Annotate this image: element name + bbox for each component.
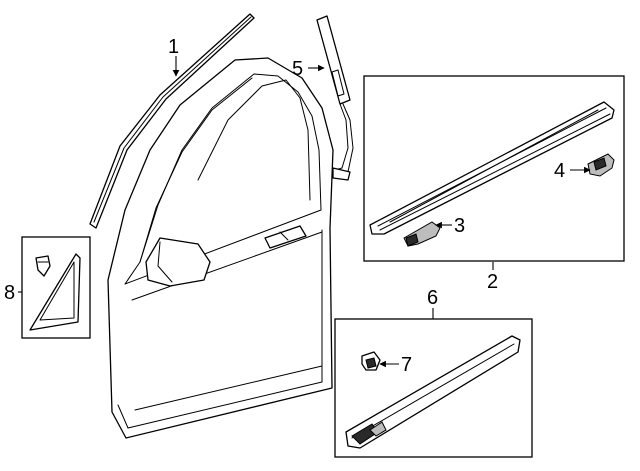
callout-1: 1 [168, 36, 179, 58]
callout-3: 3 [454, 215, 465, 237]
part-6-box [334, 318, 533, 458]
callout-6: 6 [427, 287, 438, 309]
front-door-shell [107, 57, 334, 439]
callout-8: 8 [4, 282, 15, 304]
part-8-box [21, 236, 91, 339]
callout-2: 2 [487, 271, 498, 293]
leader-lines [18, 56, 591, 368]
part-1-frame-molding [89, 13, 255, 229]
part-2-box [363, 75, 625, 262]
callout-7: 7 [401, 354, 412, 376]
callout-4: 4 [554, 160, 565, 182]
part-5-pillar-applique [316, 15, 354, 181]
callout-5: 5 [292, 58, 303, 80]
